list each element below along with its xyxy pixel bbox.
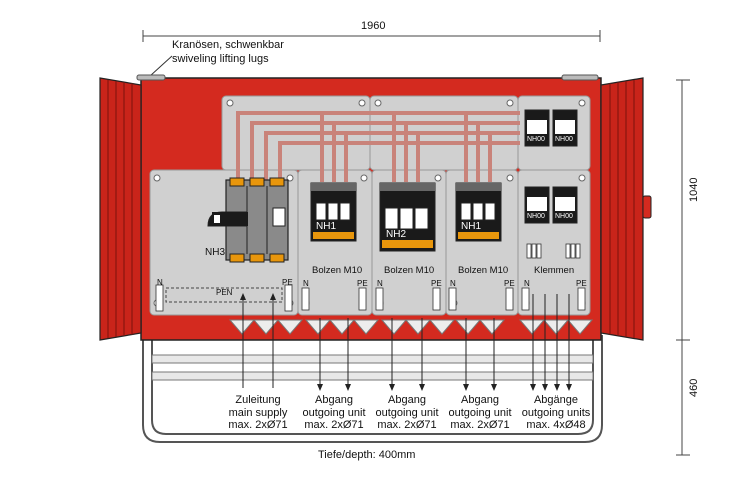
pen-bar-label: PEN [216, 288, 233, 297]
caption-out4-line1: Abgänge [533, 394, 579, 406]
caption-supply-line1: Zuleitung [235, 394, 281, 406]
caption-out2-line1: Abgang [388, 394, 426, 406]
terminals [526, 243, 581, 259]
caption-out3-line1: Abgang [461, 394, 499, 406]
height-dimension [676, 79, 690, 456]
width-dimension [142, 30, 601, 42]
caption-out4-line3: max. 4xØ48 [526, 419, 586, 431]
fuse-unit-2-device [379, 182, 436, 252]
lifting-lug-right-icon [561, 74, 599, 81]
lifting-lug-left-icon [136, 74, 166, 81]
caption-out1-line2: outgoing unit [302, 406, 366, 419]
depth-label: Tiefe/depth: 400mm [318, 449, 416, 461]
fuse-unit-3-fuse-label: NH1 [461, 221, 482, 232]
width-dimension-label: 1960 [361, 20, 386, 32]
caption-supply-line3: max. 2xØ71 [228, 419, 288, 431]
pen-bar-icon [165, 287, 283, 303]
caption-out2-line3: max. 2xØ71 [377, 419, 437, 431]
fuse-unit-1-fuse-label: NH1 [316, 221, 337, 232]
lifting-lug-leader [149, 55, 173, 77]
small-unit-n-label: N [524, 279, 530, 288]
n-pe-rails [155, 284, 586, 312]
caption-out2: Abgang outgoing unit max. 2xØ71 [370, 394, 444, 432]
base-dimension-label: 460 [688, 378, 700, 397]
main-switch [207, 177, 289, 263]
fuse-unit-3-bolt-label: Bolzen M10 [458, 265, 509, 276]
fuse-unit-2-fuse-label: NH2 [386, 229, 407, 240]
small-unit-mid-fuse-2-label: NH00 [555, 213, 573, 220]
small-unit-top-fuse-2-label: NH00 [555, 136, 573, 143]
busbars [236, 111, 520, 182]
cable-glands [228, 319, 594, 335]
cabinet-base-frame [142, 335, 603, 443]
caption-out2-line2: outgoing unit [375, 406, 439, 419]
height-dimension-label: 1040 [688, 177, 700, 202]
caption-out4: Abgänge outgoing units max. 4xØ48 [518, 394, 594, 432]
caption-out3-line2: outgoing unit [448, 406, 512, 419]
caption-out3-line3: max. 2xØ71 [450, 419, 510, 431]
lifting-lugs-label-en: swiveling lifting lugs [172, 53, 269, 65]
cable-arrows [242, 294, 570, 388]
caption-supply: Zuleitung main supply max. 2xØ71 [226, 394, 290, 432]
small-unit-top-fuse-1-label: NH00 [527, 136, 545, 143]
pen-pe-label: PE [282, 278, 293, 287]
nh00-fuses [524, 109, 578, 224]
fuse-unit-3-pe-label: PE [504, 279, 515, 288]
small-unit-terminal-label: Klemmen [534, 265, 575, 276]
left-door [99, 77, 142, 341]
small-unit-mid-fuse-1-label: NH00 [527, 213, 545, 220]
fuse-unit-2-n-label: N [377, 279, 383, 288]
caption-out1-line3: max. 2xØ71 [304, 419, 364, 431]
door-handle-icon [642, 195, 652, 219]
fuse-unit-1-n-label: N [303, 279, 309, 288]
caption-out1: Abgang outgoing unit max. 2xØ71 [298, 394, 370, 432]
fuse-unit-1-device [310, 182, 357, 242]
main-switch-fuse-label: NH3 [205, 247, 226, 258]
fuse-unit-3-device [455, 182, 502, 242]
pen-n-label: N [157, 278, 163, 287]
fuse-unit-1-pe-label: PE [357, 279, 368, 288]
caption-out1-line1: Abgang [315, 394, 353, 406]
arrowheads [240, 293, 572, 391]
fuse-unit-3-n-label: N [450, 279, 456, 288]
lifting-lugs-label-de: Kranösen, schwenkbar [172, 39, 284, 51]
small-unit-pe-label: PE [576, 279, 587, 288]
caption-out3: Abgang outgoing unit max. 2xØ71 [444, 394, 516, 432]
fuse-unit-1-bolt-label: Bolzen M10 [312, 265, 363, 276]
fuse-unit-2-pe-label: PE [431, 279, 442, 288]
fuse-unit-2-bolt-label: Bolzen M10 [384, 265, 435, 276]
caption-out4-line2: outgoing units [521, 406, 591, 419]
caption-supply-line2: main supply [228, 406, 288, 419]
right-door [600, 77, 652, 341]
